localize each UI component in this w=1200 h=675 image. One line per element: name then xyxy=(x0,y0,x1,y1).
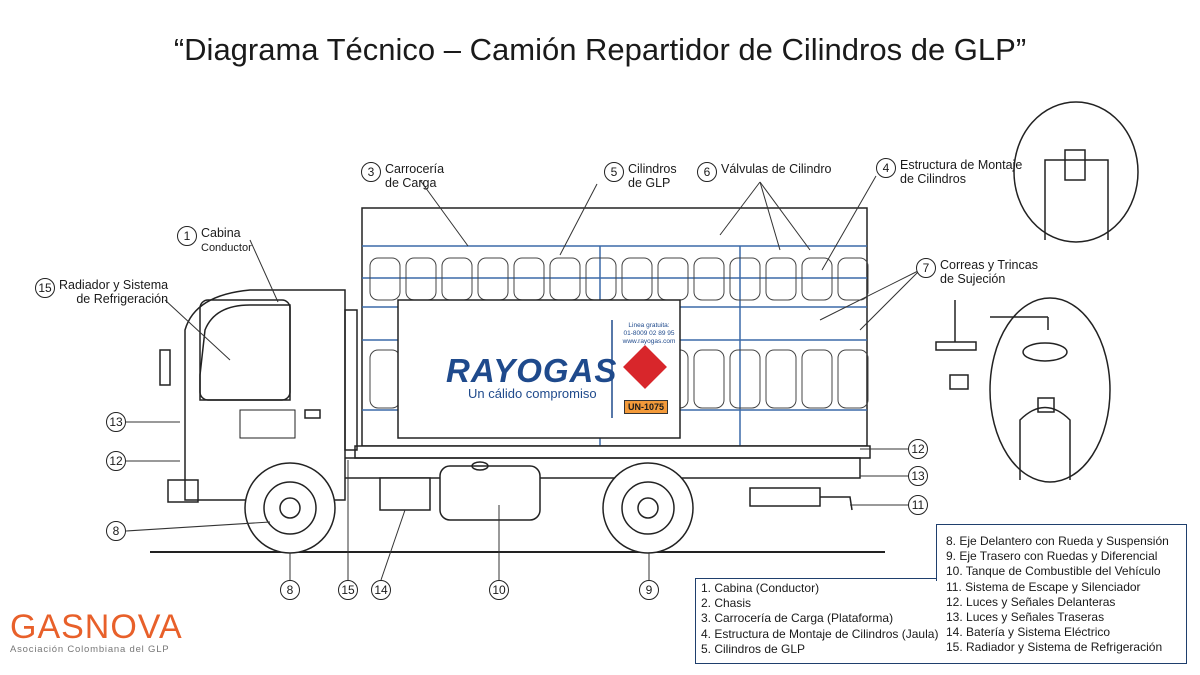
callout-number: 4 xyxy=(876,158,896,178)
callout-11: 11 xyxy=(908,495,928,515)
callout-number: 13 xyxy=(908,466,928,486)
legend-item: 14. Batería y Sistema Eléctrico xyxy=(946,625,1111,640)
callout-number: 14 xyxy=(371,580,391,600)
logo-name: GASNOVA xyxy=(10,608,183,646)
callout-number: 7 xyxy=(916,258,936,278)
gas-cylinder xyxy=(549,257,581,301)
un-placard: UN-1075 xyxy=(624,400,669,414)
gas-cylinder xyxy=(729,257,761,301)
gas-cylinder xyxy=(657,257,689,301)
front-wheel xyxy=(244,462,336,554)
gasnova-logo: GASNOVA Asociación Colombiana del GLP xyxy=(10,610,183,655)
legend-item: 4. Estructura de Montaje de Cilindros (J… xyxy=(701,626,939,641)
legend-item: 8. Eje Delantero con Rueda y Suspensión xyxy=(946,534,1169,548)
brand-slogan: Un cálido compromiso xyxy=(468,386,597,401)
gas-cylinder xyxy=(765,257,797,301)
gas-cylinder xyxy=(693,257,725,301)
callout-13-rear: 13 xyxy=(908,466,928,486)
gas-cylinder xyxy=(441,257,473,301)
phone-label: Linea gratuita: xyxy=(628,322,670,329)
website: www.rayogas.com xyxy=(622,338,676,345)
gas-cylinder xyxy=(765,349,797,409)
callout-6: 6 Válvulas de Cilindro xyxy=(697,162,831,182)
callout-number: 11 xyxy=(908,495,928,515)
callout-number: 8 xyxy=(106,521,126,541)
gas-cylinder xyxy=(693,349,725,409)
strap-detail xyxy=(935,297,1111,483)
legend-item: 5. Cilindros de GLP xyxy=(701,641,806,656)
gas-cylinder xyxy=(837,257,869,301)
gas-cylinder xyxy=(369,349,401,409)
callout-8-side: 8 xyxy=(106,521,126,541)
callout-number: 12 xyxy=(908,439,928,459)
phone-info: Linea gratuita: 01-8009 02 89 95 www.ray… xyxy=(620,322,678,346)
callout-9: 9 xyxy=(639,580,659,600)
callout-number: 13 xyxy=(106,412,126,432)
callout-number: 12 xyxy=(106,451,126,471)
callout-15-bottom: 15 xyxy=(338,580,358,600)
gas-cylinder xyxy=(369,257,401,301)
gas-cylinder xyxy=(405,257,437,301)
callout-number: 5 xyxy=(604,162,624,182)
callout-number: 15 xyxy=(338,580,358,600)
phone-number: 01-8009 02 89 95 xyxy=(623,330,675,337)
callout-number: 8 xyxy=(280,580,300,600)
legend-item: 10. Tanque de Combustible del Vehículo xyxy=(946,564,1161,579)
rayogas-sign: RAYOGAS Un cálido compromiso Linea gratu… xyxy=(398,300,680,438)
legend-box-top xyxy=(936,524,1187,581)
logo-tagline: Asociación Colombiana del GLP xyxy=(10,644,170,655)
gas-cylinder xyxy=(801,257,833,301)
callout-12-rear: 12 xyxy=(908,439,928,459)
diagram-title: “Diagrama Técnico – Camión Repartidor de… xyxy=(173,32,1027,67)
callout-12-front: 12 xyxy=(106,451,126,471)
legend-item: 12. Luces y Señales Delanteras xyxy=(946,594,1116,609)
callout-13-front: 13 xyxy=(106,412,126,432)
legend-item: 9. Eje Trasero con Ruedas y Diferencial xyxy=(946,549,1158,564)
gas-cylinder xyxy=(513,257,545,301)
rear-wheel xyxy=(602,462,694,554)
callout-8: 8 xyxy=(280,580,300,600)
legend-item: 11. Sistema de Escape y Silenciador xyxy=(946,579,1141,594)
legend-item: 15. Radiador y Sistema de Refrigeración xyxy=(946,640,1163,655)
legend-left: 1. Cabina (Conductor) 2. Chasis 3. Carro… xyxy=(701,581,938,657)
brand-name: RAYOGAS xyxy=(446,352,618,389)
gas-cylinder xyxy=(585,257,617,301)
gas-cylinder xyxy=(801,349,833,409)
callout-10: 10 xyxy=(489,580,509,600)
callout-number: 9 xyxy=(639,580,659,600)
callout-number: 10 xyxy=(489,580,509,600)
valve-detail xyxy=(1013,101,1139,243)
callout-label: Válvulas de Cilindro xyxy=(721,162,832,176)
legend-item: 2. Chasis xyxy=(701,596,752,611)
callout-number: 6 xyxy=(697,162,717,182)
gas-cylinder xyxy=(477,257,509,301)
callout-number: 3 xyxy=(361,162,381,182)
legend-right: 8. Eje Delantero con Rueda y Suspensión … xyxy=(946,534,1169,656)
legend-item: 3. Carrocería de Carga (Plataforma) xyxy=(701,611,894,626)
callout-number: 1 xyxy=(177,226,197,246)
gas-cylinder xyxy=(621,257,653,301)
legend-item: 13. Luces y Señales Traseras xyxy=(946,610,1105,625)
legend-item: 1. Cabina (Conductor) xyxy=(701,581,820,595)
gas-cylinder xyxy=(837,349,869,409)
callout-number: 15 xyxy=(35,278,55,298)
callout-14: 14 xyxy=(371,580,391,600)
gas-cylinder xyxy=(729,349,761,409)
